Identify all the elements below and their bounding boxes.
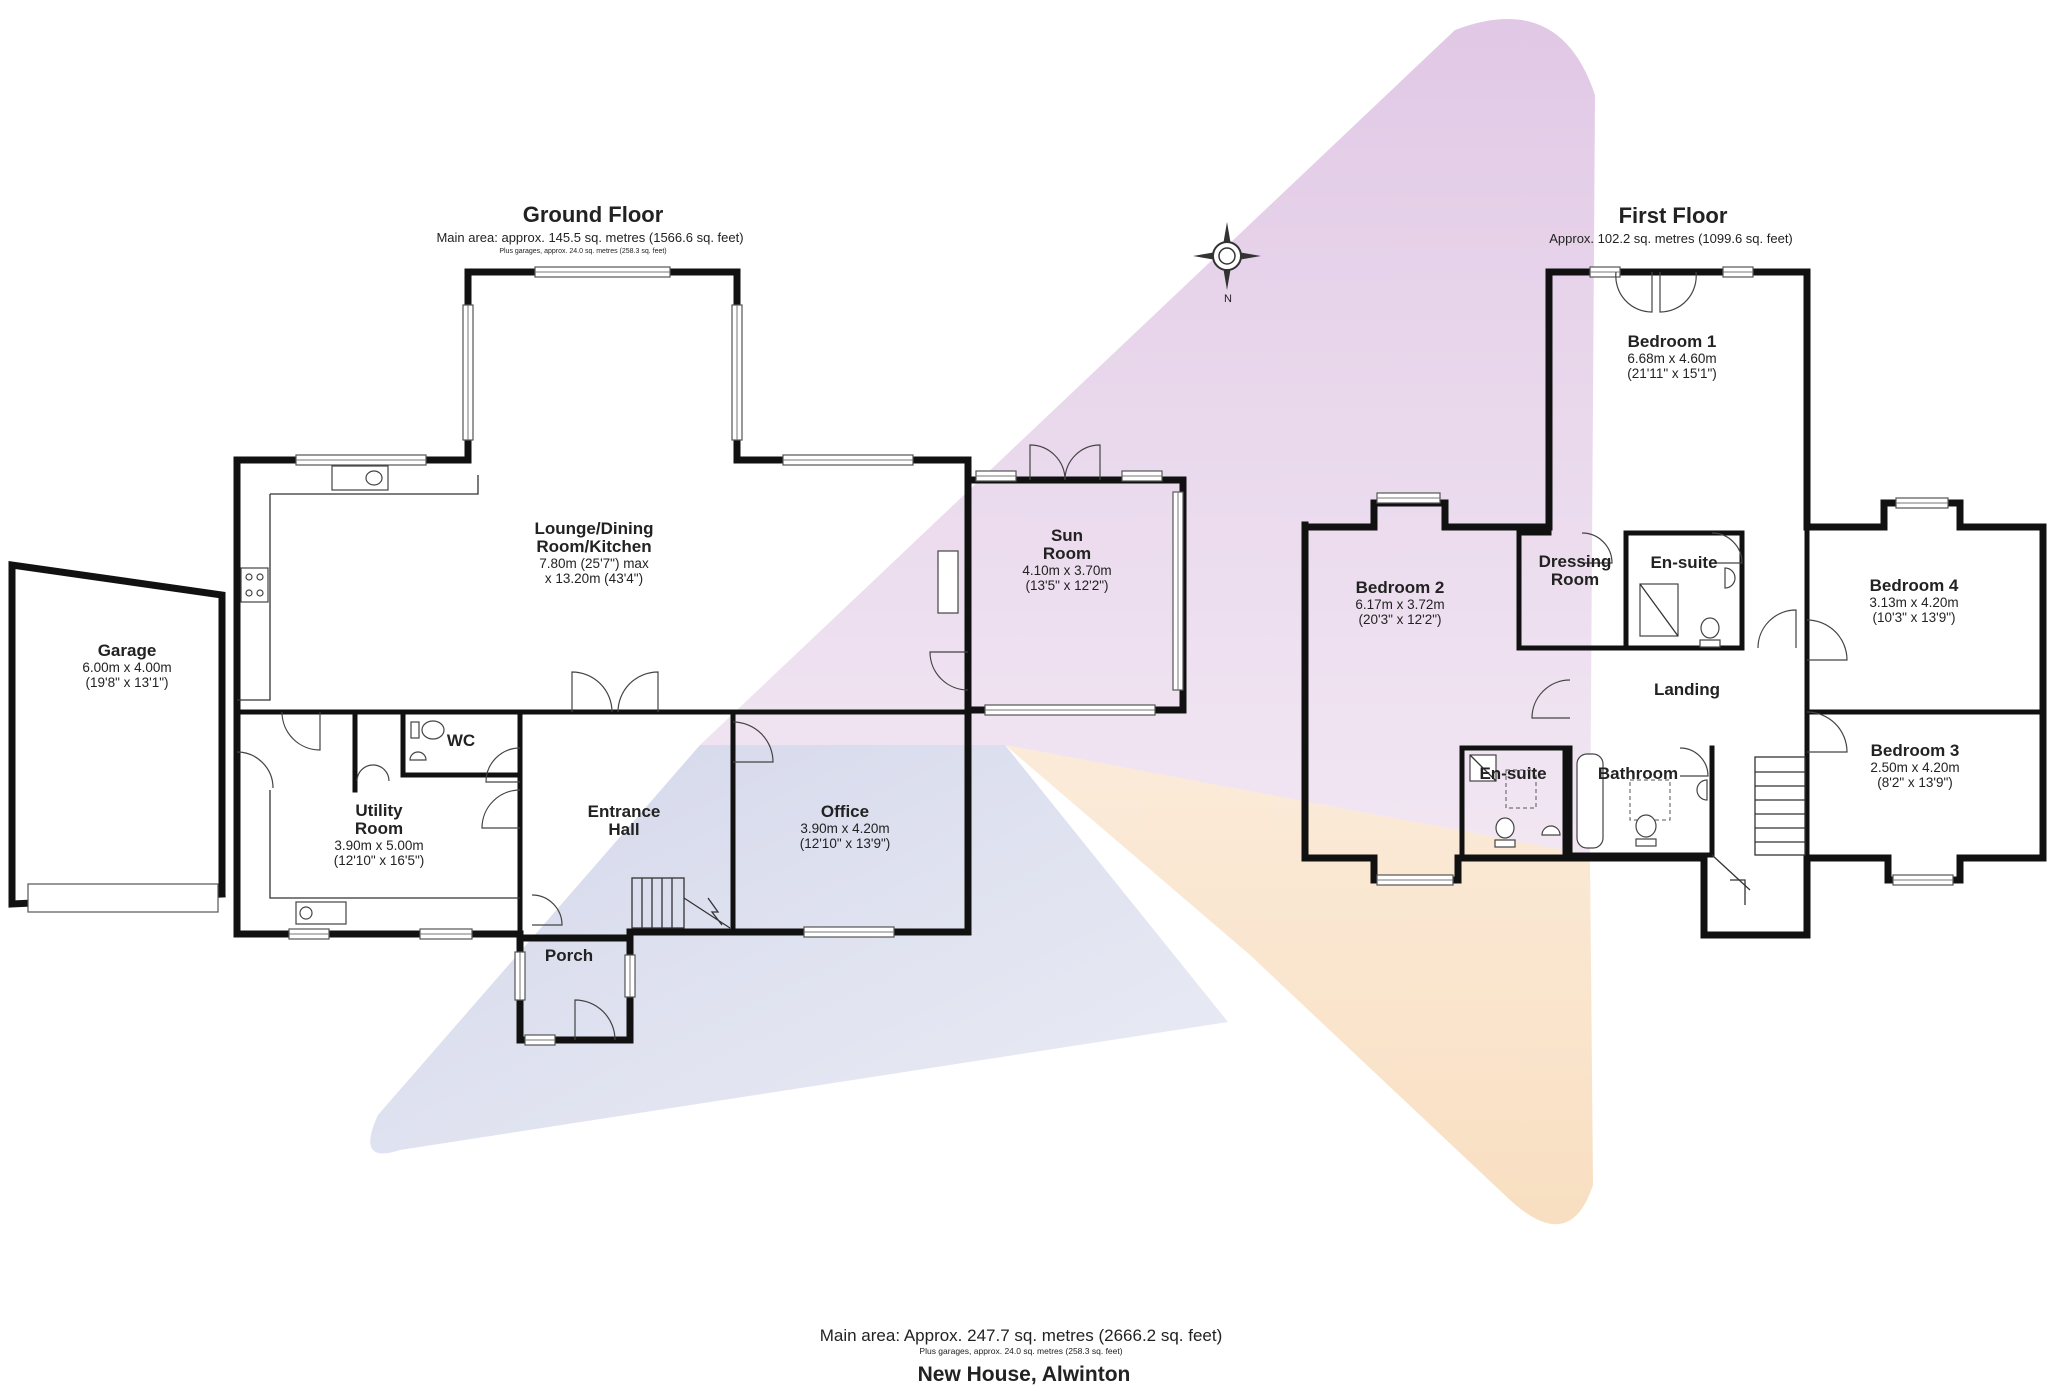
room-label-bedroom-4: Bedroom 43.13m x 4.20m(10'3" x 13'9") <box>1869 576 1959 625</box>
room-name: Lounge/Dining <box>535 519 654 538</box>
compass-north-label: N <box>1224 293 1232 305</box>
ground-floor-garage-note: Plus garages, approx. 24.0 sq. metres (2… <box>499 248 666 255</box>
footer-address: New House, Alwinton <box>918 1363 1131 1386</box>
room-name: Porch <box>545 946 593 965</box>
first-floor-exterior-walls <box>1301 268 2047 939</box>
room-label-bedroom-1: Bedroom 16.68m x 4.60m(21'11" x 15'1") <box>1627 332 1717 381</box>
room-name: Room <box>355 819 403 838</box>
room-name: Bedroom 2 <box>1356 578 1445 597</box>
garage-walls <box>8 560 226 908</box>
kitchen-worktop <box>237 475 479 701</box>
room-dimensions: 6.17m x 3.72m <box>1355 597 1444 612</box>
first-floor-plan <box>1301 266 2047 939</box>
first-floor-windows <box>1376 266 1954 886</box>
room-dimensions: 2.50m x 4.20m <box>1870 760 1959 775</box>
room-label-en-suite-1: En-suite <box>1650 553 1717 572</box>
ground-floor-internal-walls <box>234 709 971 941</box>
room-name: En-suite <box>1650 553 1717 572</box>
room-dimensions: 7.80m (25'7") max <box>539 556 649 571</box>
room-dimensions: (21'11" x 15'1") <box>1627 366 1717 381</box>
room-dimensions: (13'5" x 12'2") <box>1025 578 1108 593</box>
room-dimensions: (8'2" x 13'9") <box>1877 775 1953 790</box>
room-label-wc: WC <box>447 731 475 750</box>
watermark-blue-shape <box>370 745 1228 1154</box>
room-name: En-suite <box>1479 764 1546 783</box>
room-name: Bathroom <box>1598 764 1678 783</box>
ground-floor-windows <box>288 266 1184 1046</box>
room-dimensions: (20'3" x 12'2") <box>1358 612 1441 627</box>
room-name: Bedroom 4 <box>1870 576 1959 595</box>
room-dimensions: 3.90m x 5.00m <box>334 838 423 853</box>
footer-total-area: Main area: Approx. 247.7 sq. metres (266… <box>820 1326 1223 1345</box>
room-dimensions: 3.13m x 4.20m <box>1869 595 1958 610</box>
room-dimensions: x 13.20m (43'4") <box>545 571 643 586</box>
room-label-porch: Porch <box>545 946 593 965</box>
room-name: Room <box>1043 544 1091 563</box>
room-dimensions: (12'10" x 13'9") <box>800 836 891 851</box>
room-dimensions: 3.90m x 4.20m <box>800 821 889 836</box>
watermark-orange-shape <box>1005 745 1593 1225</box>
first-floor-internal-walls <box>1459 524 2046 938</box>
room-name: Utility <box>355 801 403 820</box>
room-name: WC <box>447 731 475 750</box>
room-dimensions: 4.10m x 3.70m <box>1022 563 1111 578</box>
room-label-bathroom: Bathroom <box>1598 764 1678 783</box>
room-name: Hall <box>608 820 639 839</box>
first-floor-doors <box>1531 271 1848 777</box>
room-dimensions: (10'3" x 13'9") <box>1872 610 1955 625</box>
room-dimensions: (12'10" x 16'5") <box>334 853 425 868</box>
watermark-purple-shape <box>700 18 1595 855</box>
footer-garage-note: Plus garages, approx. 24.0 sq. metres (2… <box>919 1346 1122 1356</box>
room-name: Landing <box>1654 680 1720 699</box>
room-name: Room <box>1551 570 1599 589</box>
room-label-landing: Landing <box>1654 680 1720 699</box>
room-name: Bedroom 1 <box>1628 332 1717 351</box>
ground-floor-fixtures <box>240 465 959 925</box>
ground-floor-title: Ground Floor <box>523 202 664 227</box>
room-label-en-suite-2: En-suite <box>1479 764 1546 783</box>
room-label-bedroom-2: Bedroom 26.17m x 3.72m(20'3" x 12'2") <box>1355 578 1444 627</box>
utility-worktop <box>269 790 520 899</box>
room-name: Bedroom 3 <box>1871 741 1960 760</box>
watermark-logo <box>370 18 1595 1225</box>
room-name: Sun <box>1051 526 1083 545</box>
room-dimensions: 6.00m x 4.00m <box>82 660 171 675</box>
ground-floor-doors <box>236 444 1101 1041</box>
room-name: Office <box>821 802 869 821</box>
room-label-bedroom-3: Bedroom 32.50m x 4.20m(8'2" x 13'9") <box>1870 741 1959 790</box>
room-dimensions: (19'8" x 13'1") <box>85 675 168 690</box>
room-dimensions: 6.68m x 4.60m <box>1627 351 1716 366</box>
ground-floor-stairs <box>631 877 731 929</box>
compass-rose-icon <box>1193 222 1261 290</box>
ground-floor-area: Main area: approx. 145.5 sq. metres (156… <box>436 230 743 245</box>
first-floor-stairs <box>1711 756 1806 905</box>
first-floor-fixtures <box>1469 567 1736 849</box>
room-name: Entrance <box>588 802 661 821</box>
ground-floor-plan <box>8 266 1187 1046</box>
room-name: Room/Kitchen <box>536 537 651 556</box>
garage-door <box>27 883 219 913</box>
first-floor-area: Approx. 102.2 sq. metres (1099.6 sq. fee… <box>1549 231 1793 246</box>
first-floor-title: First Floor <box>1619 203 1728 228</box>
room-name: Dressing <box>1539 552 1612 571</box>
room-name: Garage <box>98 641 157 660</box>
